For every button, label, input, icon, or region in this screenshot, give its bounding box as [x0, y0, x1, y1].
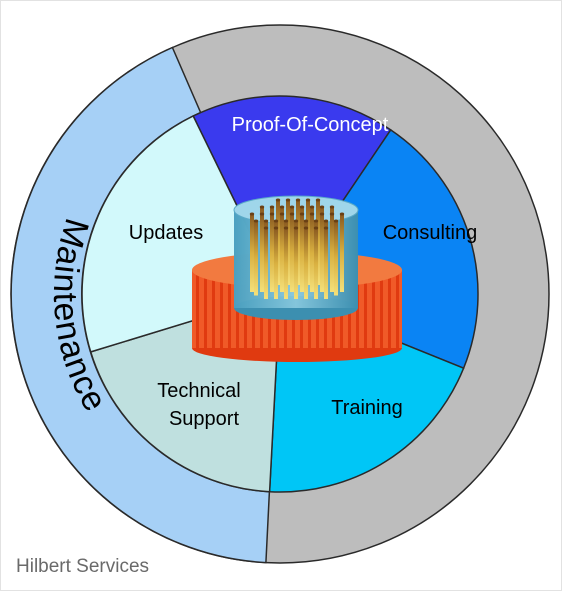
pin-head [263, 219, 269, 223]
pin [334, 221, 338, 296]
pin-head [305, 198, 311, 202]
pin [290, 214, 294, 292]
pin-head [293, 219, 299, 223]
center-core-icon [192, 195, 402, 362]
caption: Hilbert Services [16, 556, 150, 577]
pin-head [333, 219, 339, 223]
pin-head [319, 205, 325, 209]
segment-label-technical-support-line2: Support [169, 408, 239, 430]
pin-head [303, 226, 309, 230]
pin-head [329, 205, 335, 209]
pin-head [259, 205, 265, 209]
pin-head [273, 219, 279, 223]
pin-head [249, 212, 255, 216]
pin-head [309, 212, 315, 216]
pin-head [279, 205, 285, 209]
pin [260, 214, 264, 292]
pin-head [299, 212, 305, 216]
pin-head [259, 212, 265, 216]
pin-head [283, 219, 289, 223]
pin [274, 228, 278, 299]
segment-label-technical-support-line1: Technical [157, 380, 240, 402]
pin-head [303, 219, 309, 223]
segment-label-proof-of-concept: Proof-Of-Concept [232, 114, 389, 136]
pin [314, 228, 318, 299]
pin [284, 228, 288, 299]
pin-head [283, 226, 289, 230]
pin-head [319, 212, 325, 216]
pin-head [275, 198, 281, 202]
pin-head [273, 226, 279, 230]
pin-head [253, 219, 259, 223]
pin-head [285, 198, 291, 202]
pin-head [289, 205, 295, 209]
pin-head [289, 212, 295, 216]
pin [324, 228, 328, 299]
pin [294, 228, 298, 299]
pin-head [329, 212, 335, 216]
pin-head [293, 226, 299, 230]
pin [254, 221, 258, 296]
pins-icon [249, 198, 345, 299]
pin-head [315, 198, 321, 202]
pin-head [269, 205, 275, 209]
segment-proof-of-concept [192, 95, 392, 296]
segment-label-consulting: Consulting [383, 222, 478, 244]
pin [250, 214, 254, 292]
pin-head [299, 205, 305, 209]
pin [270, 214, 274, 292]
pin-head [269, 212, 275, 216]
pin-head [339, 212, 345, 216]
pin-head [323, 226, 329, 230]
pin [320, 214, 324, 292]
pin-head [295, 198, 301, 202]
pin [304, 228, 308, 299]
pin [300, 214, 304, 292]
segment-label-updates: Updates [129, 222, 204, 244]
pin [310, 214, 314, 292]
pin-head [313, 219, 319, 223]
pin [340, 214, 344, 292]
pin-head [313, 226, 319, 230]
pin-head [309, 205, 315, 209]
pin-head [323, 219, 329, 223]
pin [264, 228, 268, 299]
pin-head [263, 226, 269, 230]
pin [280, 214, 284, 292]
pin-head [279, 212, 285, 216]
segment-label-training: Training [331, 397, 403, 419]
pin [330, 214, 334, 292]
